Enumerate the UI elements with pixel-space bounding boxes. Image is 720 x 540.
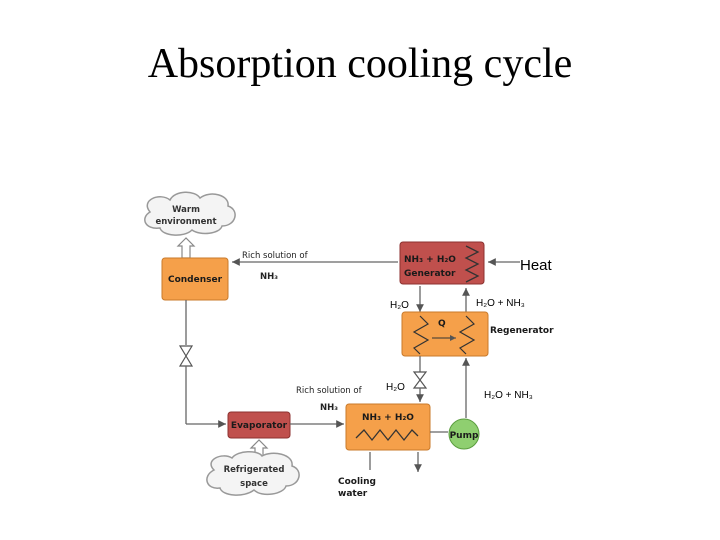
page-title: Absorption cooling cycle <box>147 41 573 87</box>
absorber: NH₃ + H₂O <box>345 403 431 451</box>
condenser-label: Condenser <box>168 275 223 285</box>
rich-solution-top-label1: Rich solution of <box>242 251 309 261</box>
cooling-water-label1: Cooling <box>338 477 376 487</box>
evaporator: Evaporator <box>227 411 291 439</box>
heat-label: Heat <box>520 257 553 274</box>
h2o-top-label: H₂O <box>390 300 409 311</box>
warm-environment-cloud: Warm environment <box>144 191 236 236</box>
regenerator: Q <box>401 311 489 357</box>
condenser-heat-arrow <box>176 237 196 259</box>
rich-solution-bottom-label1: Rich solution of <box>296 386 363 396</box>
h2o-nh3-top-label: H₂O + NH₃ <box>476 298 525 309</box>
pump: Pump <box>448 418 480 450</box>
h2o-nh3-bottom-label: H₂O + NH₃ <box>484 390 533 401</box>
evaporator-label: Evaporator <box>231 421 288 431</box>
pump-label: Pump <box>450 431 479 441</box>
warm-cloud-line1: Warm <box>172 205 200 215</box>
generator: NH₃ + H₂O Generator <box>399 241 485 285</box>
regenerator-label: Regenerator <box>490 326 554 336</box>
rich-solution-top-label2: NH₃ <box>260 272 278 282</box>
refrig-cloud-line2: space <box>240 479 268 489</box>
expansion-valve-left <box>178 345 194 367</box>
regenerator-q-label: Q <box>438 319 446 329</box>
cooling-water-label2: water <box>338 489 368 499</box>
absorber-formula: NH₃ + H₂O <box>362 413 414 423</box>
expansion-valve-right <box>412 371 428 389</box>
h2o-mid-label: H₂O <box>386 382 405 393</box>
rich-solution-bottom-label2: NH₃ <box>320 403 338 413</box>
warm-cloud-line2: environment <box>155 217 216 227</box>
condenser: Condenser <box>161 257 229 301</box>
refrig-cloud-line1: Refrigerated <box>224 465 285 475</box>
generator-formula: NH₃ + H₂O <box>404 255 456 265</box>
generator-label: Generator <box>404 269 456 279</box>
refrigerated-space-cloud: Refrigerated space <box>206 451 300 496</box>
